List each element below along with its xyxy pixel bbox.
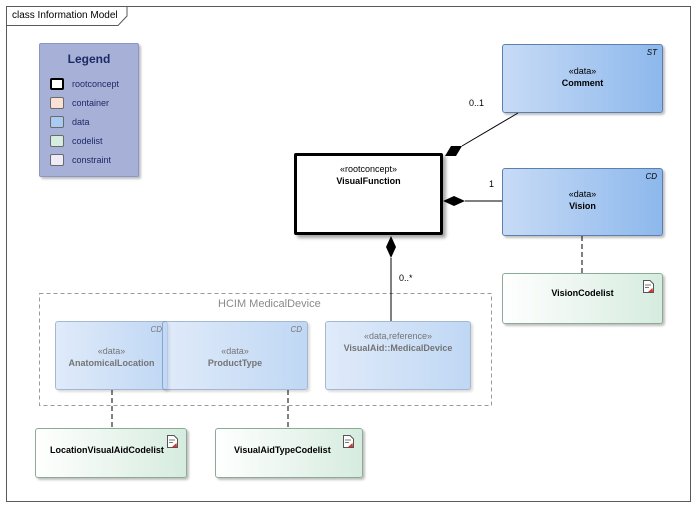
producttype-class[interactable]: CD «data» ProductType <box>162 321 308 390</box>
legend-item-rootconcept: rootconcept <box>50 76 119 92</box>
comment-name: Comment <box>561 78 604 88</box>
comment-stereotype: «data» <box>568 66 597 76</box>
locationvisualaidcodelist-name: LocationVisualAidCodelist <box>50 445 164 455</box>
frame-title: class Information Model <box>12 10 118 21</box>
visioncodelist-name: VisionCodelist <box>551 288 614 298</box>
visual-aid-multiplicity: 0..* <box>399 273 413 283</box>
comment-multiplicity: 0..1 <box>469 98 485 108</box>
vision-name: Vision <box>569 201 596 211</box>
producttype-name: ProductType <box>207 358 263 368</box>
hcim-medicaldevice-title: HCIM MedicalDevice <box>218 298 321 310</box>
legend-item-container: container <box>50 95 109 111</box>
visualaid-name: VisualAid::MedicalDevice <box>343 343 453 353</box>
producttype-type-tag: CD <box>290 325 302 334</box>
visualaidtypecodelist-class[interactable]: VisualAidTypeCodelist <box>215 428 363 478</box>
hcim-medicaldevice-boundary <box>39 293 492 406</box>
visualaid-medicaldevice-class[interactable]: «data,reference» VisualAid::MedicalDevic… <box>325 321 471 390</box>
codelist-document-icon <box>643 280 654 293</box>
legend-item-constraint: constraint <box>50 152 111 168</box>
container-swatch <box>50 97 64 109</box>
anatomicallocation-type-tag: CD <box>150 325 162 334</box>
comment-association <box>461 112 519 147</box>
comment-class[interactable]: ST «data» Comment <box>502 44 663 113</box>
legend: Legend rootconcept container data codeli… <box>39 43 139 177</box>
comment-composition-diamond <box>445 146 462 156</box>
legend-title: Legend <box>67 52 111 66</box>
anatomicallocation-stereotype: «data» <box>97 346 126 356</box>
codelist-swatch <box>50 135 64 147</box>
anatomicallocation-name: AnatomicalLocation <box>68 358 155 368</box>
anatomicallocation-class[interactable]: CD «data» AnatomicalLocation <box>55 321 168 390</box>
locationvisualaidcodelist-class[interactable]: LocationVisualAidCodelist <box>35 428 187 478</box>
vision-stereotype: «data» <box>568 189 597 199</box>
visioncodelist-class[interactable]: VisionCodelist <box>502 273 663 324</box>
frame-title-tab <box>6 6 128 26</box>
visualfunction-class[interactable]: «rootconcept» VisualFunction <box>294 153 443 235</box>
vision-composition-diamond <box>443 196 465 206</box>
data-swatch <box>50 116 64 128</box>
constraint-swatch <box>50 154 64 166</box>
visualfunction-stereotype: «rootconcept» <box>339 164 398 174</box>
codelist-document-icon <box>343 435 354 448</box>
rootconcept-swatch <box>50 78 64 90</box>
producttype-stereotype: «data» <box>221 346 249 356</box>
legend-item-codelist: codelist <box>50 133 103 149</box>
vision-type-tag: CD <box>645 172 657 181</box>
codelist-document-icon <box>167 435 178 448</box>
vision-multiplicity: 1 <box>489 179 495 189</box>
visualaidtypecodelist-name: VisualAidTypeCodelist <box>234 445 331 455</box>
visualaid-stereotype: «data,reference» <box>363 331 433 341</box>
comment-type-tag: ST <box>646 48 657 57</box>
visualfunction-name: VisualFunction <box>336 176 401 186</box>
legend-item-data: data <box>50 114 90 130</box>
visual-aid-composition-diamond <box>386 236 396 258</box>
diagram-frame <box>6 6 691 502</box>
vision-class[interactable]: CD «data» Vision <box>502 168 663 236</box>
